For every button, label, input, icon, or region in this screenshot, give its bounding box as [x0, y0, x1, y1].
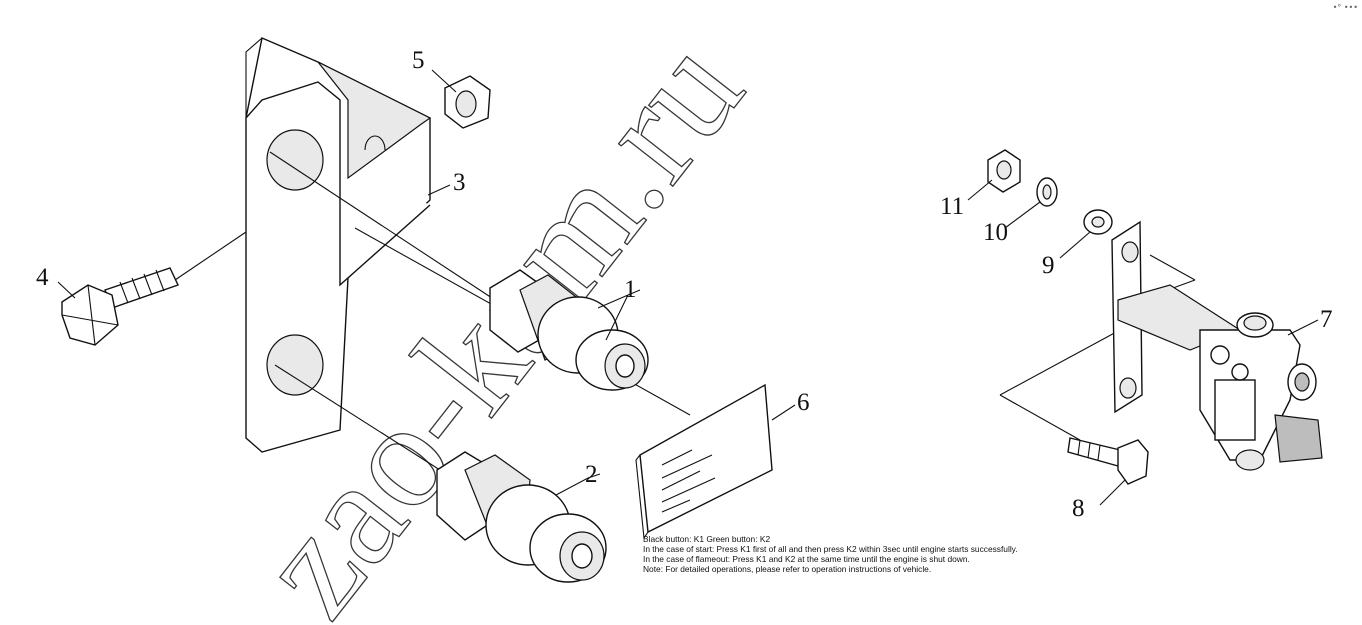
- note-line: In the case of start: Press K1 first of …: [643, 544, 1018, 554]
- bracket-plate: [245, 37, 432, 453]
- callout-7: 7: [1320, 306, 1333, 333]
- callout-5: 5: [412, 47, 425, 74]
- callout-1: 1: [624, 276, 637, 303]
- valve-assembly-7: [1111, 220, 1323, 471]
- switch-2: [436, 451, 607, 583]
- callout-6: 6: [797, 389, 810, 416]
- callout-8: 8: [1072, 495, 1085, 522]
- callout-2: 2: [585, 461, 598, 488]
- callout-3: 3: [453, 169, 466, 196]
- operation-note: Black button: K1 Green button: K2 In the…: [643, 534, 1063, 574]
- corner-mark: •° •••: [1332, 3, 1358, 12]
- note-line: Black button: K1 Green button: K2: [643, 534, 771, 544]
- callout-leaders: [57, 69, 1319, 506]
- note-line: In the case of flameout: Press K1 and K2…: [643, 554, 970, 564]
- callout-4: 4: [36, 264, 49, 291]
- spring-washer-10: [1036, 177, 1058, 207]
- bolt-8: [1067, 437, 1149, 485]
- flat-washer-9: [1083, 209, 1113, 235]
- callout-numbers: 1 2 3 4 5 6 7 8 9 10 11: [36, 47, 1333, 522]
- label-plate-6: [635, 383, 773, 540]
- callout-11: 11: [940, 193, 964, 220]
- switch-1: [489, 269, 649, 391]
- nut-5: [444, 75, 491, 129]
- callout-10: 10: [983, 219, 1008, 246]
- note-line: Note: For detailed operations, please re…: [643, 564, 932, 574]
- nut-11: [987, 149, 1021, 193]
- bolt-4: [61, 267, 179, 346]
- callout-9: 9: [1042, 252, 1055, 279]
